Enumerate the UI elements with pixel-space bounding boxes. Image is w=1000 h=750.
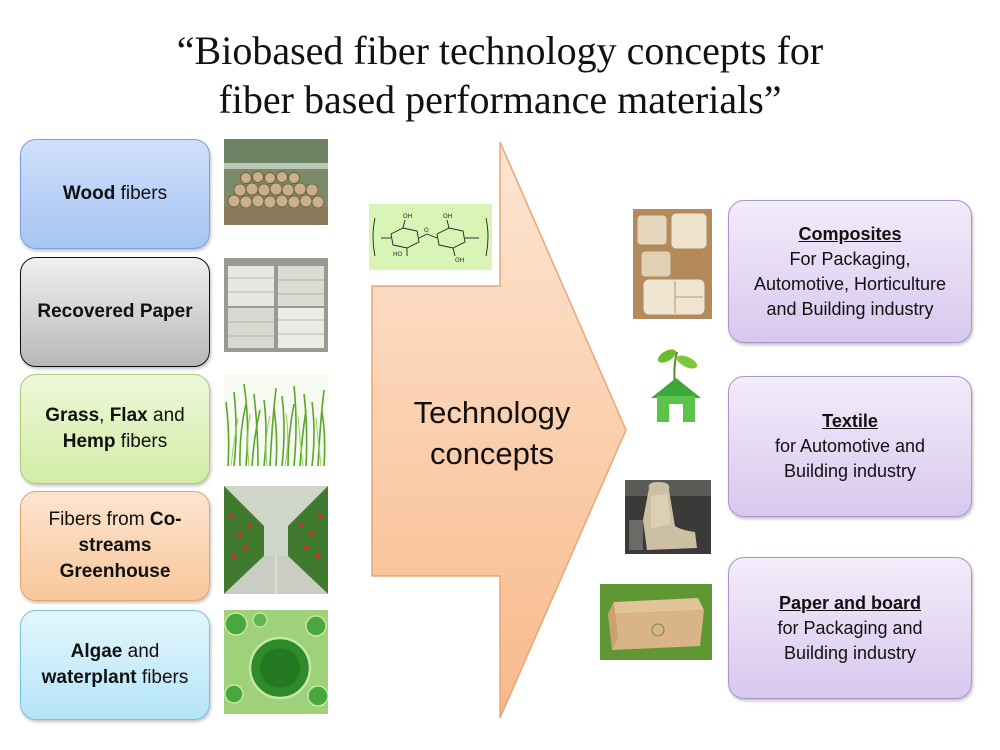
paper-board-heading: Paper and board [778,592,922,613]
textile-line-2: Building industry [783,461,917,481]
composites-line-1: For Packaging, [789,248,911,269]
car-seat-photo [625,480,711,554]
composites-line-2: Automotive, Horticulture [753,273,947,294]
output-composites: Composites For Packaging, Automotive, Ho… [728,200,972,343]
composites-heading: Composites [798,223,902,244]
source-grass-text-3: fibers [115,431,168,452]
textile-heading: Textile [822,411,878,431]
technology-arrow [371,141,627,719]
source-algae-text-2: fibers [136,667,189,688]
greenhouse-photo [224,486,328,594]
center-label-line-2: concepts [429,436,555,471]
source-greenhouse-text: Fibers from [48,509,150,530]
cardboard-box-photo [600,584,712,660]
slide-title-line-2: fiber based performance materials” [218,77,782,122]
source-algae-bold-2: waterplant [41,667,137,688]
paper-board-line-1: for Packaging and [777,617,923,638]
slide-title: “Biobased fiber technology concepts for … [0,26,1000,124]
molecule-ho-label: HO [393,251,403,258]
source-recovered-paper: Recovered Paper [20,257,210,367]
molecule-o-label: O [424,227,429,234]
source-grass-text-1: , [99,405,110,426]
paper-board-line-2: Building industry [783,642,917,663]
fiber-trays-photo [633,209,712,319]
output-paper-and-board: Paper and board for Packaging and Buildi… [728,557,972,699]
textile-line-1: for Automotive and [774,436,926,456]
source-wood-fibers: Wood fibers [20,139,210,249]
source-grass-flax-hemp: Grass, Flax and Hemp fibers [20,374,210,484]
output-textile: Textile for Automotive and Building indu… [728,376,972,517]
source-paper-bold: Recovered Paper [37,301,193,322]
molecule-oh-label-3: OH [455,257,464,264]
source-algae-waterplant: Algae and waterplant fibers [20,610,210,720]
source-wood-bold: Wood [62,183,116,204]
source-wood-text: fibers [115,183,168,204]
source-grass-text-2: and [147,405,185,426]
source-grass-bold-3: Hemp [62,431,116,452]
molecule-oh-label-2: OH [443,213,452,220]
paper-bales-photo [224,258,328,352]
wood-logs-photo [224,139,328,225]
source-greenhouse-costreams: Fibers from Co-streams Greenhouse [20,491,210,601]
source-greenhouse-bold: Co-streams Greenhouse [59,509,182,582]
composites-line-3: and Building industry [766,298,934,319]
green-house-sprout-icon [645,342,707,428]
molecule-oh-label: OH [403,213,412,220]
source-grass-bold-1: Grass [45,405,100,426]
source-algae-text-1: and [122,641,160,662]
source-algae-bold-1: Algae [70,641,123,662]
center-label-line-1: Technology [413,395,571,430]
cellulose-molecule-icon: OH OH HO OH O [369,204,492,270]
technology-concepts-label: Technology concepts [392,392,592,474]
slide-title-line-1: “Biobased fiber technology concepts for [176,28,824,73]
grass-photo [224,374,328,466]
algae-photo [224,610,328,714]
source-grass-bold-2: Flax [109,405,148,426]
